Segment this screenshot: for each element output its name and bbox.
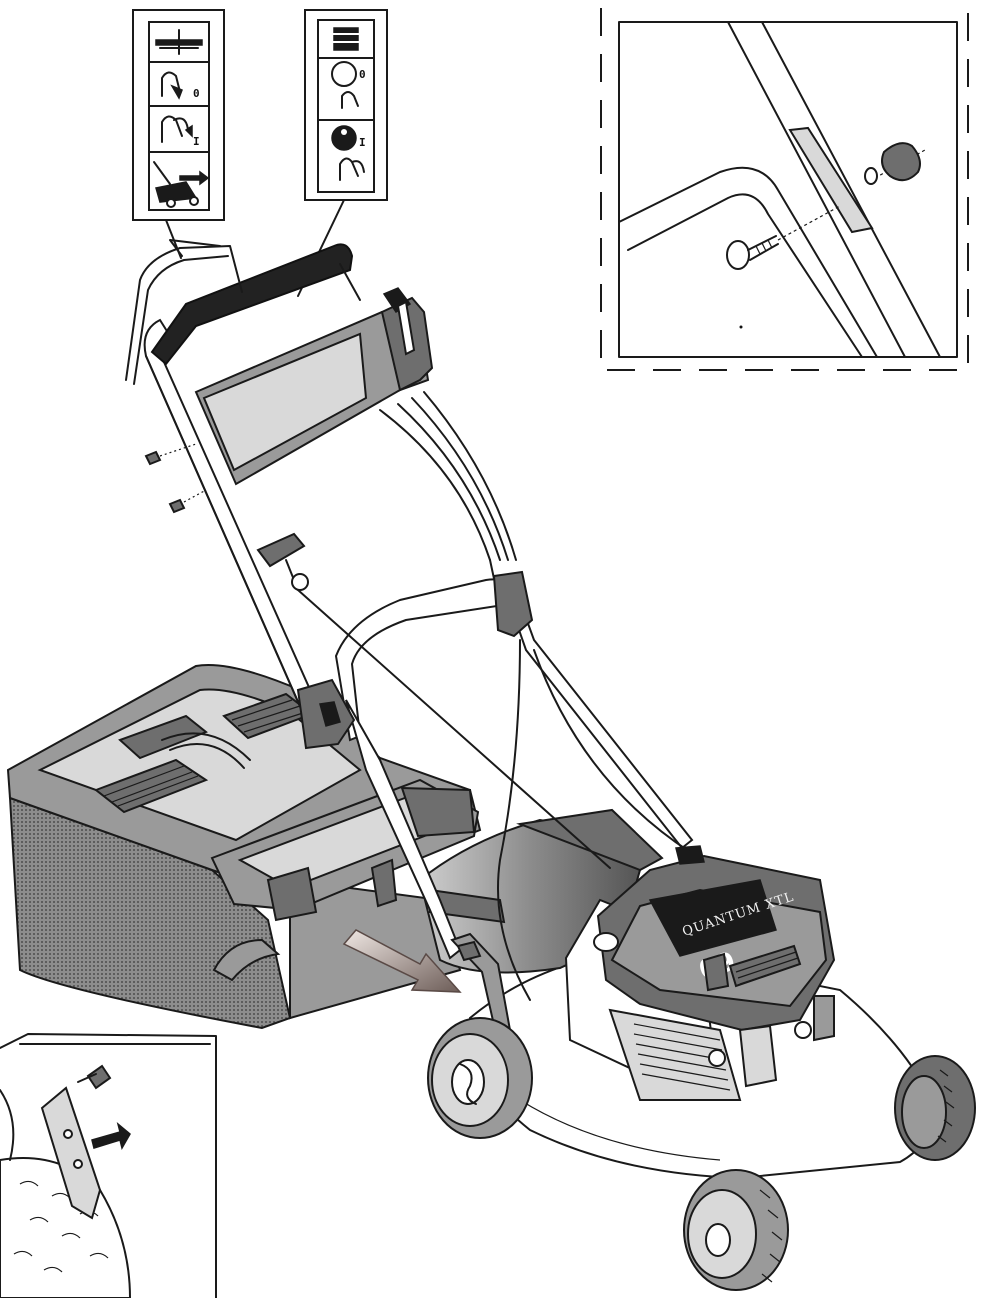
svg-text:0: 0 xyxy=(359,68,366,81)
carriage-bolt xyxy=(726,235,779,270)
insert-arrow xyxy=(91,1121,131,1150)
cutting-height-icon xyxy=(155,29,203,55)
engine-stop-icon: 0 xyxy=(331,61,366,109)
discharge-arrow xyxy=(342,929,462,993)
lever-engaged-icon: I xyxy=(161,115,200,148)
grass-catcher-bag xyxy=(6,664,482,1030)
mower-handle xyxy=(125,239,694,1036)
decal-callout-left: 0 I xyxy=(132,9,225,259)
svg-text:I: I xyxy=(193,135,200,148)
self-propel-drive-icon xyxy=(153,161,210,208)
rear-left-wheel xyxy=(427,1017,533,1139)
svg-text:I: I xyxy=(359,136,366,149)
handle-bolt-detail-inset xyxy=(600,8,969,371)
front-right-wheel xyxy=(894,1055,976,1161)
oil-cap xyxy=(593,932,619,952)
bag-mount-detail-inset xyxy=(0,1033,217,1299)
svg-text:0: 0 xyxy=(193,87,200,100)
rear-right-wheel xyxy=(683,1169,789,1291)
handle-knob xyxy=(881,142,921,182)
lever-released-icon: 0 xyxy=(161,71,200,100)
washer xyxy=(864,167,878,185)
engine-run-icon: I xyxy=(331,125,366,181)
decal-callout-right: 0 I xyxy=(297,9,388,297)
engine-icon xyxy=(330,27,362,51)
engine: QUANTUM XTL 60 xyxy=(564,845,836,1101)
